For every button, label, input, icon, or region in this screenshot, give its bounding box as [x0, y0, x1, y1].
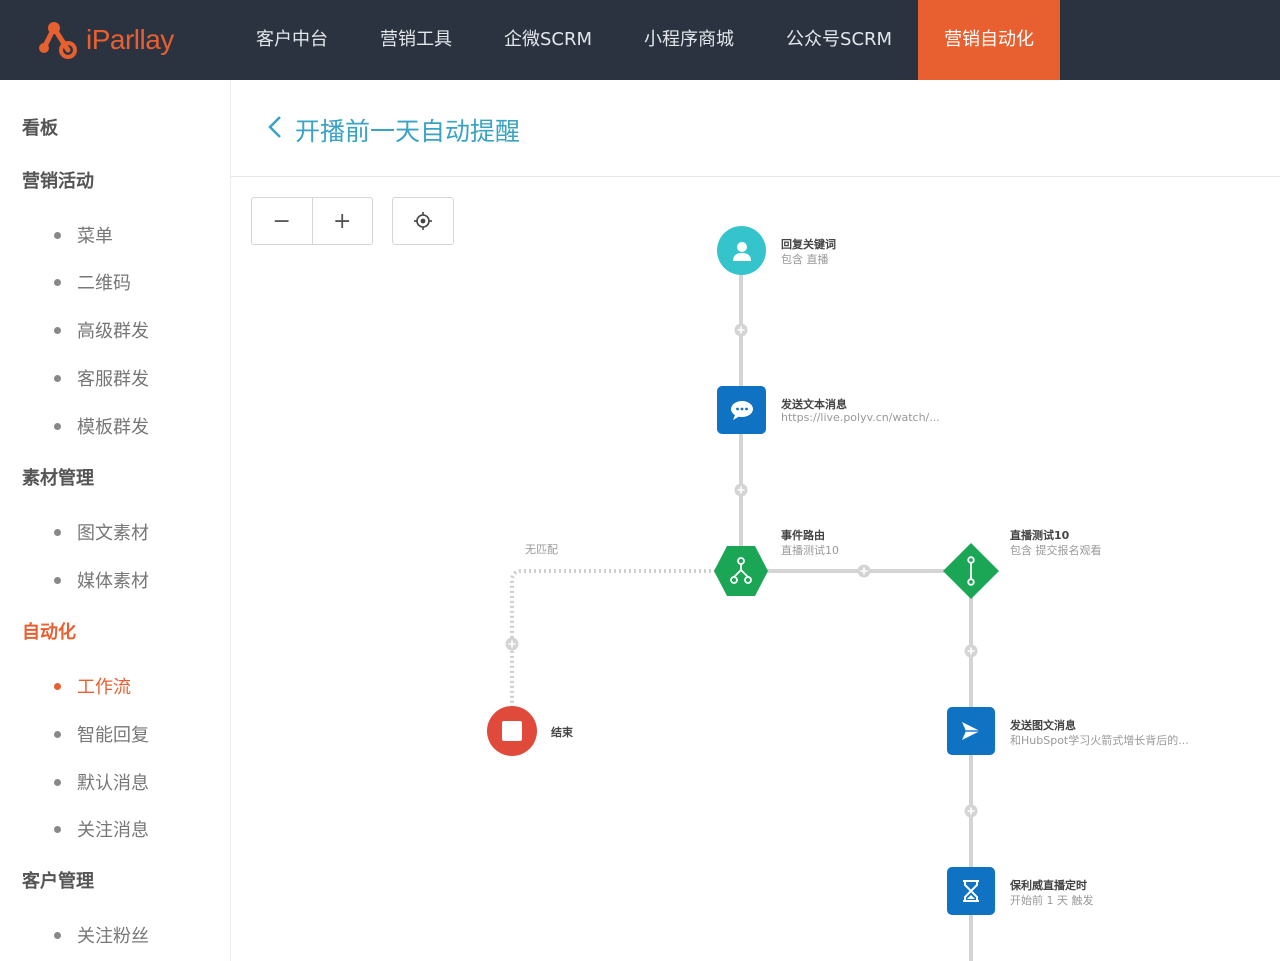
sidebar-item-label: 关注消息	[77, 820, 149, 841]
top-navbar: iParllay 客户中台 营销工具 企微SCRM 小程序商城 公众号SCRM …	[0, 0, 1280, 80]
node-subtitle: https://live.polyv.cn/watch/...	[781, 411, 940, 424]
nav-item-marketing-tools[interactable]: 营销工具	[380, 29, 452, 50]
zoom-controls: − +	[251, 197, 373, 245]
sidebar-item-label: 二维码	[77, 273, 131, 294]
add-step-button[interactable]	[734, 483, 748, 497]
sidebar-section-campaigns[interactable]: 营销活动	[22, 171, 94, 192]
bullet-icon	[54, 231, 61, 239]
brand-logo[interactable]: iParllay	[34, 18, 174, 62]
sidebar-item-smart-reply[interactable]: 智能回复	[54, 721, 149, 747]
bullet-icon	[54, 778, 61, 786]
workflow-node-router[interactable]	[714, 546, 768, 596]
add-step-button[interactable]	[857, 564, 871, 578]
sidebar-item-template-broadcast[interactable]: 模板群发	[54, 413, 149, 439]
workflow-node-end[interactable]	[487, 706, 537, 756]
bullet-icon	[54, 576, 61, 584]
bullet-icon	[54, 682, 61, 690]
nav-item-customer-center[interactable]: 客户中台	[256, 29, 328, 50]
bullet-icon	[54, 730, 61, 738]
add-step-button[interactable]	[964, 644, 978, 658]
nav-item-mini-program-mall[interactable]: 小程序商城	[644, 29, 735, 50]
sidebar-item-label: 模板群发	[77, 417, 149, 438]
user-icon	[732, 241, 751, 261]
paper-plane-icon	[962, 722, 980, 740]
node-title: 直播测试10	[1010, 529, 1070, 542]
node-title: 事件路由	[781, 529, 825, 542]
node-subtitle: 包含 提交报名观看	[1010, 544, 1102, 557]
nav-item-official-account-scrm[interactable]: 公众号SCRM	[786, 29, 893, 50]
node-subtitle: 开始前 1 天 触发	[1010, 894, 1094, 907]
hourglass-icon	[963, 880, 979, 902]
sidebar-item-default-message[interactable]: 默认消息	[54, 769, 149, 795]
sidebar-item-follow-message[interactable]: 关注消息	[54, 816, 149, 842]
brand-name: iParllay	[86, 24, 174, 55]
no-match-label: 无匹配	[525, 543, 558, 556]
sidebar-item-followers[interactable]: 关注粉丝	[54, 922, 149, 948]
page-title: 开播前一天自动提醒	[267, 112, 520, 148]
sidebar-section-materials[interactable]: 素材管理	[22, 468, 94, 489]
workflow-node-condition[interactable]	[943, 543, 999, 599]
nav-item-wecom-scrm[interactable]: 企微SCRM	[504, 29, 593, 50]
bullet-icon	[54, 422, 61, 430]
bullet-icon	[54, 931, 61, 939]
sidebar-item-label: 图文素材	[77, 523, 149, 544]
workflow-node-trigger[interactable]	[717, 226, 766, 275]
node-subtitle: 直播测试10	[781, 544, 839, 557]
page-title-text: 开播前一天自动提醒	[295, 117, 521, 146]
sidebar: 看板 营销活动 菜单 二维码 高级群发 客服群发 模板群发 素材管理 图文素材 …	[0, 80, 231, 961]
node-title: 回复关键词	[781, 238, 836, 251]
sidebar-item-label: 菜单	[77, 226, 113, 247]
zoom-in-button[interactable]: +	[311, 198, 373, 244]
sidebar-section-dashboard[interactable]: 看板	[22, 118, 58, 139]
logo-icon	[39, 22, 77, 59]
chat-icon	[730, 401, 753, 420]
sidebar-item-menu[interactable]: 菜单	[54, 222, 113, 248]
add-step-button[interactable]	[734, 323, 748, 337]
node-subtitle: 和HubSpot学习火箭式增长背后的...	[1010, 734, 1189, 747]
sidebar-item-label: 默认消息	[77, 773, 149, 794]
node-title: 结束	[551, 726, 573, 739]
path-icon	[967, 556, 975, 586]
recenter-button[interactable]	[392, 197, 454, 245]
stop-icon	[502, 721, 522, 741]
node-title: 保利威直播定时	[1010, 879, 1087, 892]
sidebar-item-label: 高级群发	[77, 321, 149, 342]
sidebar-item-service-broadcast[interactable]: 客服群发	[54, 365, 149, 391]
sidebar-item-label: 智能回复	[77, 725, 149, 746]
workflow-node-timer[interactable]	[947, 867, 995, 915]
node-title: 发送图文消息	[1010, 719, 1076, 732]
nav-item-marketing-automation[interactable]: 营销自动化	[918, 0, 1061, 80]
sidebar-item-label: 工作流	[77, 677, 131, 698]
bullet-icon	[54, 374, 61, 382]
sidebar-item-workflow[interactable]: 工作流	[54, 673, 131, 699]
sidebar-section-automation[interactable]: 自动化	[22, 622, 76, 643]
add-step-button[interactable]	[505, 637, 519, 651]
node-subtitle: 包含 直播	[781, 253, 829, 266]
locate-icon	[414, 212, 432, 230]
bullet-icon	[54, 278, 61, 286]
sidebar-item-media-materials[interactable]: 媒体素材	[54, 567, 149, 593]
sidebar-item-label: 关注粉丝	[77, 926, 149, 947]
main-nav: 客户中台 营销工具 企微SCRM 小程序商城 公众号SCRM 营销自动化	[230, 0, 1061, 80]
bullet-icon	[54, 825, 61, 833]
sidebar-item-qrcode[interactable]: 二维码	[54, 269, 131, 295]
sidebar-item-news-materials[interactable]: 图文素材	[54, 519, 149, 545]
sidebar-item-label: 媒体素材	[77, 571, 149, 592]
node-title: 发送文本消息	[781, 398, 847, 411]
workflow-node-send-text[interactable]	[717, 386, 766, 434]
page-header: 开播前一天自动提醒	[231, 80, 1280, 177]
sidebar-section-customer-management[interactable]: 客户管理	[22, 871, 94, 892]
zoom-out-button[interactable]: −	[272, 208, 291, 234]
bullet-icon	[54, 326, 61, 334]
branch-icon	[730, 557, 752, 584]
workflow-node-send-news[interactable]	[947, 707, 995, 755]
sidebar-item-label: 客服群发	[77, 369, 149, 390]
chevron-left-icon[interactable]	[267, 114, 283, 147]
add-step-button[interactable]	[964, 804, 978, 818]
sidebar-item-advanced-broadcast[interactable]: 高级群发	[54, 317, 149, 343]
bullet-icon	[54, 528, 61, 536]
